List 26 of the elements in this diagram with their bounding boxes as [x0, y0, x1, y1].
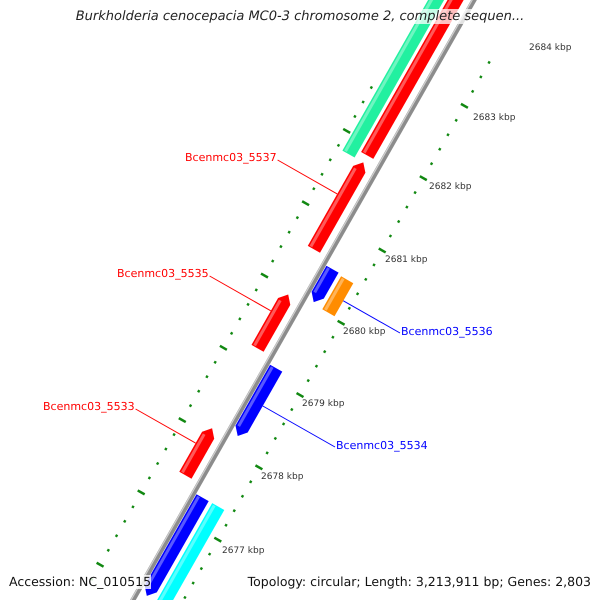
accession-text: Accession: NC_010515	[9, 575, 152, 589]
scale-label: 2679 kbp	[302, 398, 344, 411]
gene-bar	[252, 294, 290, 352]
leader-line	[209, 276, 272, 312]
leader-line	[342, 300, 400, 334]
gene-label: Bcenmc03_5535	[117, 267, 209, 281]
leader-line	[135, 408, 196, 444]
scale-label: 2683 kbp	[473, 112, 516, 125]
gene-bar	[236, 364, 282, 436]
gene-bar	[322, 276, 354, 316]
genome-info-text: Topology: circular; Length: 3,213,911 bp; Genes: 2,803	[248, 575, 591, 589]
gene-label: Bcenmc03_5534	[336, 439, 428, 453]
scale-label: 2677 kbp	[222, 545, 264, 558]
scale-label: 2684 kbp	[529, 42, 572, 55]
chart-title: Burkholderia cenocepacia MC0-3 chromosome 2, complete sequen...	[74, 10, 526, 24]
scale-label: 2678 kbp	[261, 471, 304, 484]
leader-line	[262, 406, 336, 448]
scale-label: 2680 kbp	[343, 326, 386, 339]
gene-label: Bcenmc03_5536	[401, 325, 493, 339]
gene-bar	[179, 428, 214, 479]
gene-label: Bcenmc03_5537	[185, 151, 277, 165]
leader-line	[277, 160, 338, 194]
gene-bar	[308, 162, 366, 253]
gene-label: Bcenmc03_5533	[43, 400, 135, 414]
scale-label: 2681 kbp	[385, 254, 428, 267]
scale-label: 2682 kbp	[429, 181, 472, 194]
